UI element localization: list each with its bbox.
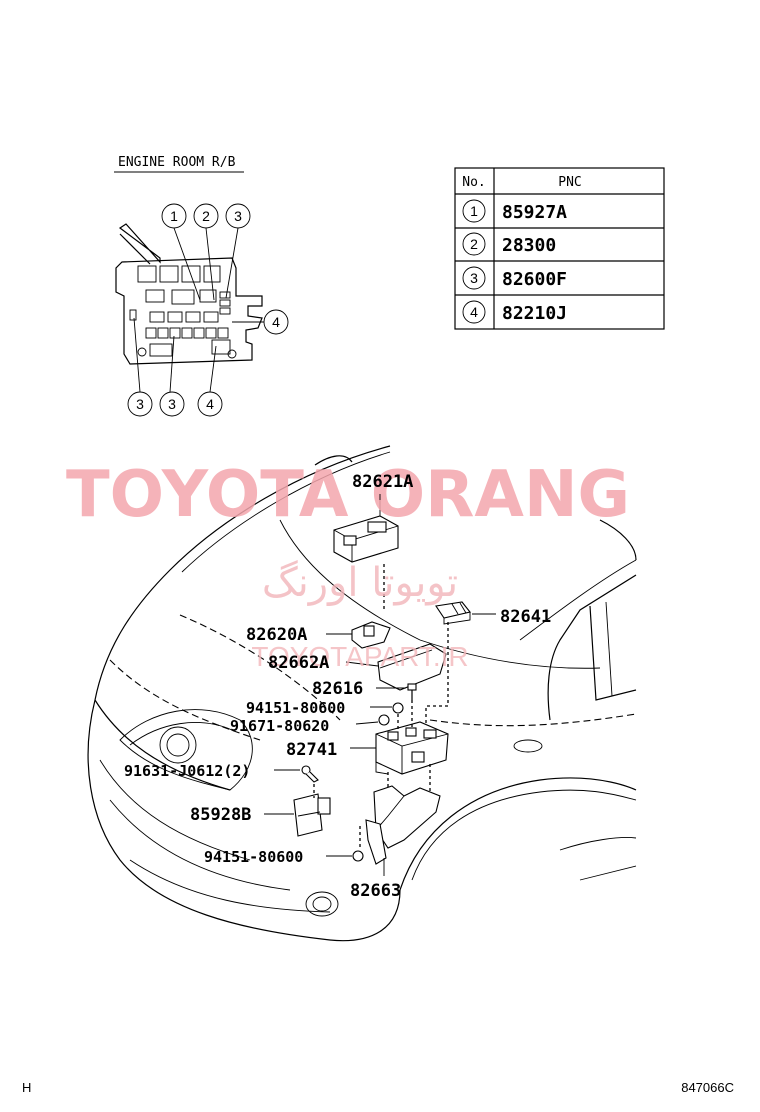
- pnc-value: 28300: [502, 235, 556, 256]
- part-91671: [355, 714, 390, 726]
- svg-text:2: 2: [202, 208, 210, 224]
- table-header-pnc: PNC: [558, 175, 581, 190]
- part-82621A: [333, 496, 399, 563]
- pnc-value: 82600F: [502, 269, 567, 290]
- part-91631: [274, 765, 319, 783]
- watermark-persian: تویوتا اورنگ: [262, 560, 458, 606]
- pnc-value: 82210J: [502, 303, 567, 324]
- label-82662A: 82662A: [268, 653, 329, 673]
- label-82620A: 82620A: [246, 625, 307, 645]
- label-82663: 82663: [350, 881, 401, 901]
- part-82741: [350, 721, 449, 775]
- watermark-main: TOYOTA ORANG: [66, 458, 630, 532]
- watermark-url: TOYOTAPART.IR: [251, 641, 468, 672]
- svg-text:3: 3: [234, 208, 242, 224]
- label-82616: 82616: [312, 679, 363, 699]
- callout-4-right: 4: [263, 309, 289, 335]
- pnc-table: No. PNC 1 85927A 2 28300 3 82600F 4 8221…: [454, 167, 665, 330]
- callout-1-top: 1: [161, 203, 187, 229]
- part-82620A: [326, 621, 391, 649]
- inset-relay-block: ENGINE ROOM R/B: [114, 155, 289, 417]
- svg-text:4: 4: [470, 304, 478, 320]
- svg-text:3: 3: [470, 270, 478, 286]
- inset-leaders: [133, 227, 264, 393]
- callout-3-bottom-mid: 3: [159, 391, 185, 417]
- table-row: 3 82600F: [462, 266, 567, 290]
- label-94151-80600-lower: 94151-80600: [204, 848, 303, 866]
- pnc-value: 85927A: [502, 202, 567, 223]
- footer-left-code: H: [22, 1080, 31, 1095]
- watermark: TOYOTA ORANG تویوتا اورنگ TOYOTAPART.IR: [66, 458, 630, 672]
- car-body-outline: [87, 445, 637, 942]
- callout-4-bottom: 4: [197, 391, 223, 417]
- table-row: 2 28300: [462, 232, 556, 256]
- part-85928B: [264, 793, 331, 837]
- label-85928B: 85928B: [190, 805, 251, 825]
- svg-text:3: 3: [136, 396, 144, 412]
- svg-text:4: 4: [206, 396, 214, 412]
- svg-text:1: 1: [470, 203, 478, 219]
- part-82616: [376, 683, 417, 700]
- guide-lines: [313, 564, 449, 850]
- label-82621A: 82621A: [352, 472, 413, 492]
- part-94151-lower: [326, 850, 364, 862]
- part-labels: 82621A 82641 82620A 82662A 82616 94151-8…: [124, 472, 551, 901]
- part-82662A: [345, 643, 447, 691]
- relay-block-drawing: [115, 223, 263, 365]
- svg-text:4: 4: [272, 314, 280, 330]
- table-header-no: No.: [462, 175, 485, 190]
- footer-diagram-code: 847066C: [681, 1080, 734, 1095]
- callout-3-bottom-left: 3: [127, 391, 153, 417]
- part-82663: [365, 785, 441, 876]
- label-82641: 82641: [500, 607, 551, 627]
- callout-3-top: 3: [225, 203, 251, 229]
- svg-text:2: 2: [470, 236, 478, 252]
- svg-text:1: 1: [170, 208, 178, 224]
- part-94151-upper: [370, 702, 404, 714]
- table-row: 1 85927A: [462, 199, 567, 223]
- inset-title: ENGINE ROOM R/B: [118, 155, 236, 170]
- svg-text:3: 3: [168, 396, 176, 412]
- part-82641: [435, 601, 496, 625]
- callout-2-top: 2: [193, 203, 219, 229]
- label-94151-80600-upper: 94151-80600: [246, 699, 345, 717]
- label-91671-80620: 91671-80620: [230, 717, 329, 735]
- label-91631-J0612: 91631-J0612(2): [124, 762, 250, 780]
- table-row: 4 82210J: [462, 300, 567, 324]
- label-82741: 82741: [286, 740, 337, 760]
